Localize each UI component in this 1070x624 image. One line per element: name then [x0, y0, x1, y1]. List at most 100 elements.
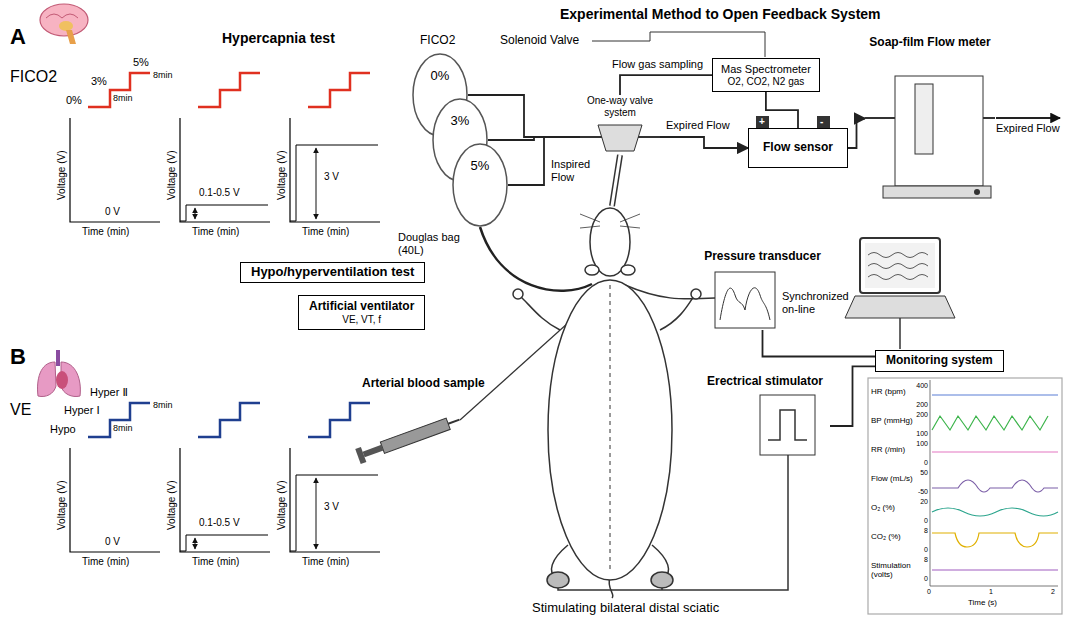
- soap-film-flow-meter-shape-part: [865, 117, 995, 119]
- text-label: 1: [989, 588, 993, 596]
- flow-sensor-pins: [756, 116, 830, 128]
- text-label: 20: [914, 498, 928, 506]
- text-label: Time (min): [192, 556, 239, 568]
- text-label: Voltage (V): [276, 481, 288, 530]
- node-text: One-way valve system: [580, 95, 660, 118]
- text-label: Inspired Flow: [549, 158, 599, 183]
- hypercapnia-plots: [70, 73, 380, 222]
- text-label: Stimulation (volts): [871, 561, 913, 579]
- text-label: Time (min): [192, 226, 239, 238]
- text-label: Voltage (V): [166, 151, 178, 200]
- hypercapnia-plots-part: [195, 208, 196, 219]
- monitoring-chart-part: [932, 394, 1058, 395]
- hypercapnia-plots-part: [70, 118, 160, 222]
- text-label: 0.1-0.5 V: [199, 187, 240, 199]
- soap-film-flow-meter-shape-part: [895, 76, 983, 186]
- text-label: -: [820, 116, 823, 128]
- text-label: Hypercapnia test: [222, 30, 335, 46]
- syringe-part-part: [363, 445, 384, 457]
- flow-sensor-pins-part: [817, 116, 830, 128]
- monitoring-box: Monitoring system: [875, 350, 1004, 372]
- text-label: HR (bpm): [871, 387, 913, 396]
- text-label: Voltage (V): [276, 151, 288, 200]
- node-text: Artificial ventilator: [309, 300, 414, 314]
- solenoid-wire: [592, 32, 765, 57]
- ventilation-plots-part: [316, 478, 317, 549]
- edge-label: Flow gas sampling: [610, 58, 705, 71]
- tubing-part: [480, 227, 592, 291]
- text-label: 0%: [66, 94, 82, 107]
- tube-connector: [766, 92, 798, 128]
- expired-flow-arrow: [996, 118, 1060, 119]
- text-label: Flow (mL/s): [871, 474, 913, 483]
- text-label: RR (/min): [871, 445, 913, 454]
- node-text: Mas Spectrometer: [721, 63, 811, 76]
- text-label: Time (min): [302, 556, 349, 568]
- text-label: 200: [914, 411, 928, 419]
- solenoid-wire-part: [592, 32, 765, 57]
- pressure-transducer-shape-part: [720, 288, 770, 320]
- text-label: 0 V: [105, 536, 120, 548]
- text-label: Voltage (V): [166, 481, 178, 530]
- text-label: Douglas bag (40L): [398, 231, 468, 256]
- text-label: Voltage (V): [56, 151, 68, 200]
- laptop: [845, 238, 955, 318]
- text-label: +: [759, 116, 765, 128]
- electrical-stimulator-shape-part: [760, 395, 815, 455]
- rat-illustration-part: [580, 214, 640, 228]
- monitoring-chart-part: [932, 569, 1058, 570]
- laptop-part: [845, 296, 955, 318]
- text-label: FICO2: [420, 34, 455, 48]
- tubing-part: [612, 155, 620, 206]
- soap-film-flow-meter-shape-part: [915, 84, 933, 154]
- laptop-part: [868, 253, 928, 280]
- flow-sensor-pins-part: [756, 116, 769, 128]
- text-label: Hypo: [50, 423, 76, 436]
- syringe-part: [355, 412, 462, 464]
- ventilation-plots-part: [70, 448, 160, 552]
- node-text: 3%: [451, 114, 470, 129]
- node-text: 0%: [431, 69, 450, 84]
- ventilator-box: Artificial ventilatorVE, VT, f: [298, 295, 425, 330]
- hypercapnia-plots-part: [316, 148, 317, 219]
- rat-illustration-part: [520, 296, 560, 330]
- flow-sensor: Flow sensor: [748, 128, 848, 168]
- hypercapnia-plots-part: [308, 73, 370, 107]
- syringe-part-part: [448, 420, 459, 424]
- text-label: 8: [914, 527, 928, 535]
- monitoring-chart-part: [932, 480, 1058, 492]
- text-label: 3 V: [324, 171, 339, 183]
- text-label: 0: [914, 459, 928, 467]
- pressure-transducer-shape-part: [715, 272, 775, 328]
- edge-label: Expired Flow: [664, 119, 732, 132]
- ventilation-plots-part: [180, 535, 268, 551]
- text-label: 0: [914, 546, 928, 554]
- rat-illustration-part: [621, 265, 635, 275]
- hypercapnia-plots-part: [180, 118, 270, 222]
- ventilation-plots-part: [290, 448, 380, 552]
- text-label: O₂ (%): [871, 503, 913, 512]
- tubing-part: [612, 155, 620, 206]
- text-label: 0: [914, 517, 928, 525]
- brain-icon: [40, 4, 88, 44]
- rat-illustration-part: [691, 289, 701, 299]
- text-label: Stimulating bilateral distal sciatic: [530, 601, 721, 616]
- hypercapnia-plots-part: [88, 73, 150, 107]
- hypercapnia-plots-part: [290, 118, 380, 222]
- ventilation-plots-part: [290, 475, 378, 551]
- syringe: [355, 412, 462, 464]
- rat-illustration-part: [548, 280, 672, 580]
- node-text: Erectrical stimulator: [707, 375, 823, 389]
- text-label: Voltage (V): [56, 481, 68, 530]
- syringe-part-part: [380, 418, 450, 453]
- node-text: Soap-film Flow meter: [869, 36, 990, 50]
- tube-connector: [848, 119, 865, 149]
- tube-connector: [830, 366, 875, 426]
- node-text: O2, CO2, N2 gas: [728, 76, 805, 88]
- text-label: 0: [927, 588, 931, 596]
- text-label: 200: [914, 401, 928, 409]
- monitoring-chart-part: [932, 533, 1058, 547]
- text-label: 3 V: [324, 501, 339, 513]
- text-label: CO₂ (%): [871, 532, 913, 541]
- figure-title: Experimental Method to Open Feedback Sys…: [560, 6, 881, 22]
